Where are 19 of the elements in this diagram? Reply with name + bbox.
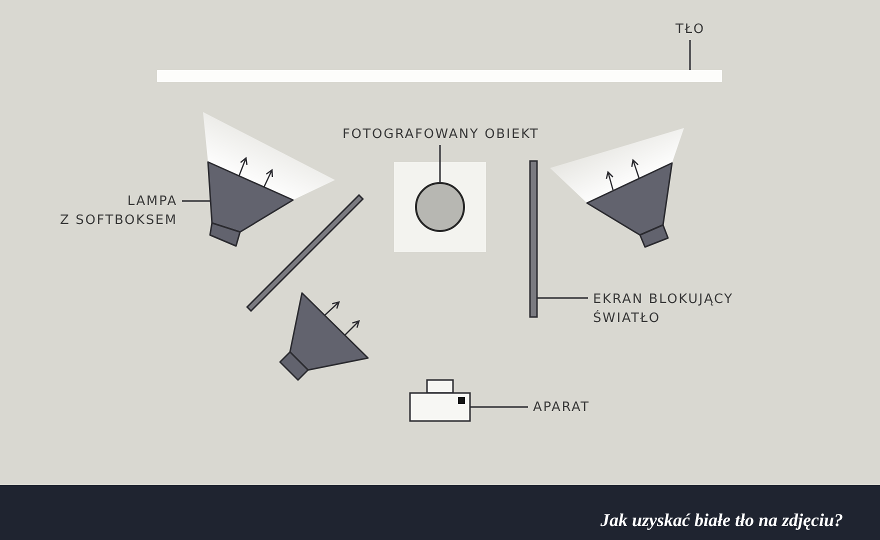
part-label: LAMPA Z SOFTBOKSEM [55,191,182,231]
screen-panel [248,196,362,310]
leader-line [689,40,691,70]
caption-text: Jak uzyskać białe tło na zdjęciu? [600,509,843,531]
leader-line [182,200,211,202]
camera-icon [409,379,471,422]
softbox-lamp [203,112,335,247]
softbox-lamp [550,128,684,248]
part-label: FOTOGRAFOWANY OBIEKT [338,124,544,145]
leader-line [537,297,588,299]
leader-line [470,406,528,408]
part-label: TŁO [670,19,710,40]
backdrop-panel [157,70,722,82]
part-label: EKRAN BLOKUJĄCY ŚWIATŁO [588,289,738,329]
leader-line [439,145,441,183]
photographed-object [415,182,465,232]
part-label: APARAT [528,397,595,418]
softbox-lamp [279,292,369,381]
screen-panel [529,160,538,318]
